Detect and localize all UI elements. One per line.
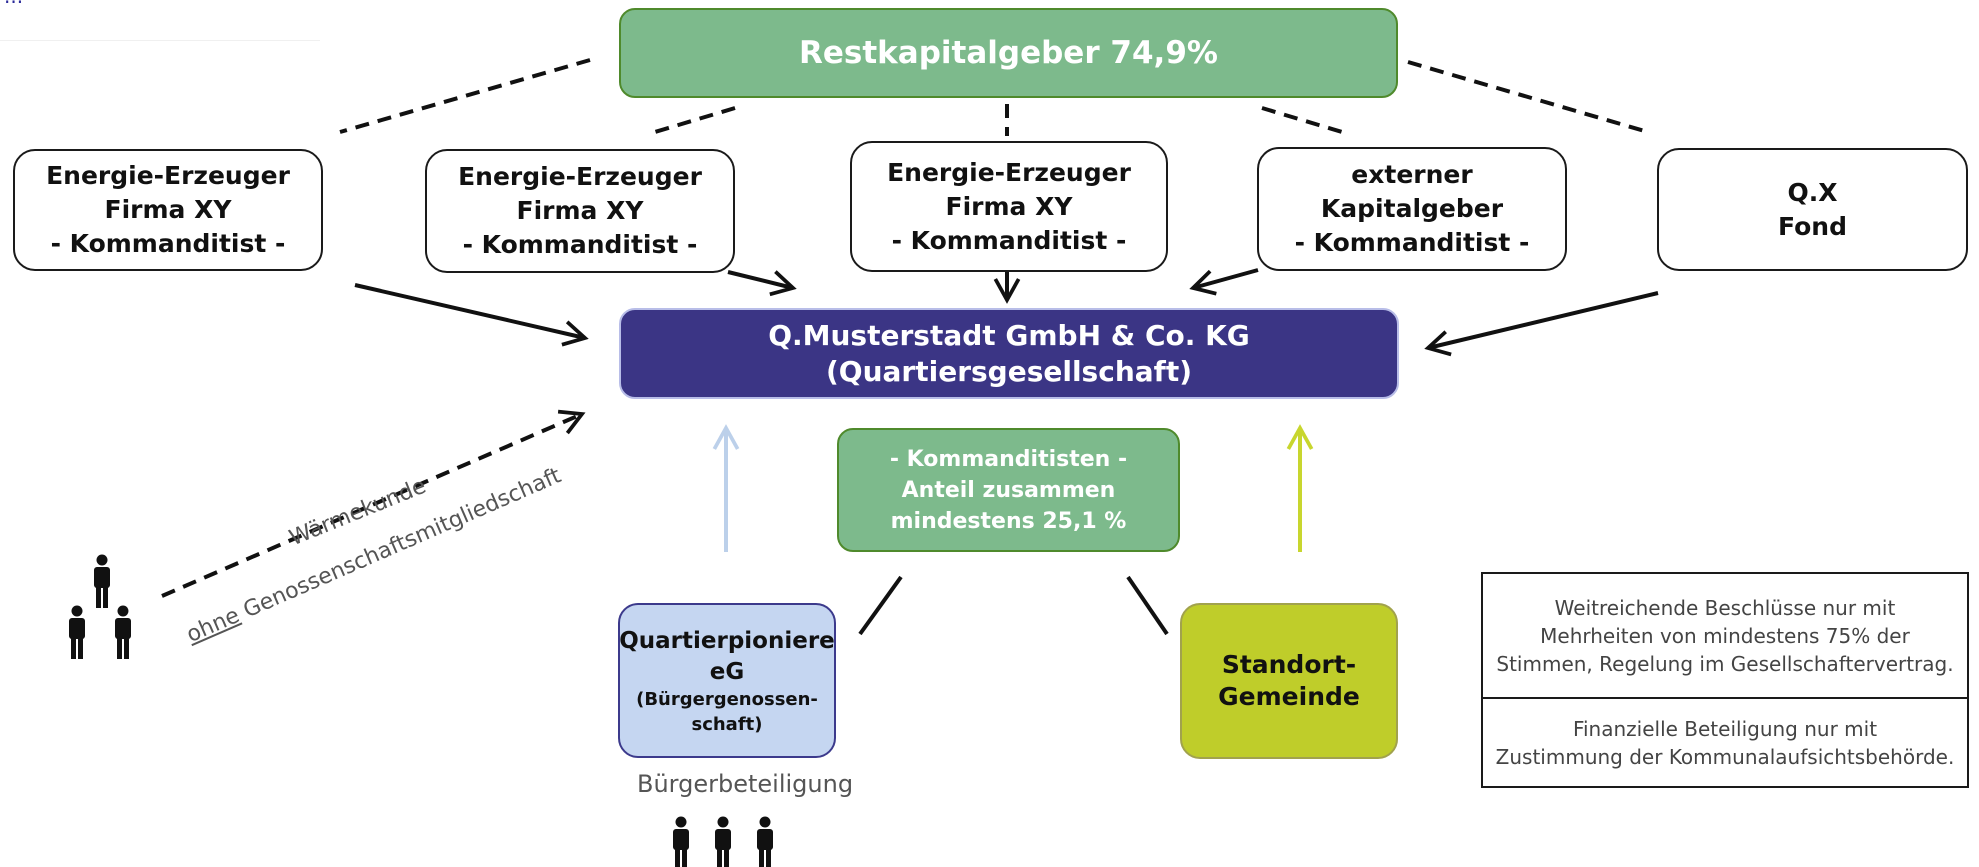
kommanditisten-line-2: Anteil zusammen <box>901 477 1116 503</box>
partner-4-line-3: - Kommanditist - <box>1294 228 1530 257</box>
partner-box-5: Q.X Fond <box>1657 148 1968 271</box>
link-kommanditisten-genossenschaft <box>858 575 903 636</box>
gemeinde-line-2: Gemeinde <box>1218 682 1360 711</box>
partner-1-line-2: Firma XY <box>104 195 232 224</box>
cut-text: ... <box>4 0 320 8</box>
person-icon <box>673 816 689 867</box>
note-1-line-3: Stimmen, Regelung im Gesellschaftervertr… <box>1496 651 1954 676</box>
partner-4-line-2: Kapitalgeber <box>1320 194 1504 223</box>
note-2-line-1: Finanzielle Beteiligung nur mit <box>1572 716 1878 741</box>
partner-box-2: Energie-Erzeuger Firma XY - Kommanditist… <box>425 149 735 273</box>
genossenschaft-note-1: (Bürgergenossen- <box>636 688 818 710</box>
partner-2-line-2: Firma XY <box>516 196 644 225</box>
partner-1-line-1: Energie-Erzeuger <box>46 161 290 190</box>
top-left-cut-label: ... <box>0 0 320 41</box>
partner-1-line-3: - Kommanditist - <box>50 229 286 258</box>
link-kommanditisten-gemeinde <box>1126 575 1169 636</box>
partner-3-line-2: Firma XY <box>945 191 1073 221</box>
genossenschaft-note-2: schaft) <box>691 713 763 735</box>
person-icon <box>715 816 731 867</box>
person-icon <box>757 816 773 867</box>
dashed-link-1 <box>339 58 591 134</box>
restkapitalgeber-box: Restkapitalgeber 74,9% <box>619 8 1398 98</box>
kommanditisten-box: - Kommanditisten - Anteil zusammen minde… <box>837 428 1180 552</box>
genossenschaft-type: eG <box>709 658 745 685</box>
partner-5-line-2: Fond <box>1778 211 1847 241</box>
partner-4-line-1: externer <box>1351 160 1473 189</box>
partner-3-line-1: Energie-Erzeuger <box>887 157 1131 187</box>
partner-2-line-1: Energie-Erzeuger <box>458 162 702 191</box>
dashed-link-5 <box>1407 60 1649 134</box>
kommanditisten-line-1: - Kommanditisten - <box>889 446 1128 472</box>
dashed-link-2 <box>654 106 736 134</box>
dashed-link-4 <box>1261 106 1343 134</box>
dashed-arrow-waermekunde <box>161 409 586 598</box>
partner-box-4: externer Kapitalgeber - Kommanditist - <box>1257 147 1567 271</box>
partner-box-1: Energie-Erzeuger Firma XY - Kommanditist… <box>13 149 323 271</box>
restkapitalgeber-label: Restkapitalgeber 74,9% <box>799 35 1218 71</box>
partner-2-line-3: - Kommanditist - <box>462 230 698 259</box>
person-icon <box>115 605 131 659</box>
note-finanzielle-beteiligung: Finanzielle Beteiligung nur mit Zustimmu… <box>1481 697 1969 788</box>
arrow-partner-5 <box>1424 291 1659 357</box>
buergerbeteiligung-label: Bürgerbeteiligung <box>637 770 854 798</box>
arrow-partner-4 <box>1189 268 1259 296</box>
partner-box-3: Energie-Erzeuger Firma XY - Kommanditist… <box>850 141 1168 272</box>
people-group-bottom <box>673 816 773 867</box>
kommanditisten-line-3: mindestens 25,1 % <box>890 508 1127 534</box>
person-icon <box>69 605 85 659</box>
partner-5-line-1: Q.X <box>1787 177 1838 207</box>
genossenschaft-name: Quartierpioniere <box>619 627 835 654</box>
person-icon <box>94 554 110 608</box>
note-1-line-1: Weitreichende Beschlüsse nur mit <box>1554 595 1896 620</box>
people-group-left <box>69 554 131 659</box>
gemeinde-box: Standort- Gemeinde <box>1180 603 1398 759</box>
company-name: Q.Musterstadt GmbH & Co. KG <box>768 318 1250 352</box>
note-2-line-2: Zustimmung der Kommunalaufsichtsbehörde. <box>1495 744 1955 769</box>
partner-3-line-3: - Kommanditist - <box>891 225 1127 255</box>
arrow-partner-2 <box>727 270 797 297</box>
gemeinde-line-1: Standort- <box>1221 650 1357 679</box>
note-1-line-2: Mehrheiten von mindestens 75% der <box>1540 623 1910 648</box>
note-beschluesse: Weitreichende Beschlüsse nur mit Mehrhei… <box>1481 572 1969 699</box>
company-box: Q.Musterstadt GmbH & Co. KG (Quartiersge… <box>619 308 1399 399</box>
genossenschaft-box: Quartierpioniere eG (Bürgergenossen- sch… <box>618 603 836 758</box>
company-subtitle: (Quartiersgesellschaft) <box>825 354 1193 388</box>
arrow-partner-1 <box>354 283 589 347</box>
